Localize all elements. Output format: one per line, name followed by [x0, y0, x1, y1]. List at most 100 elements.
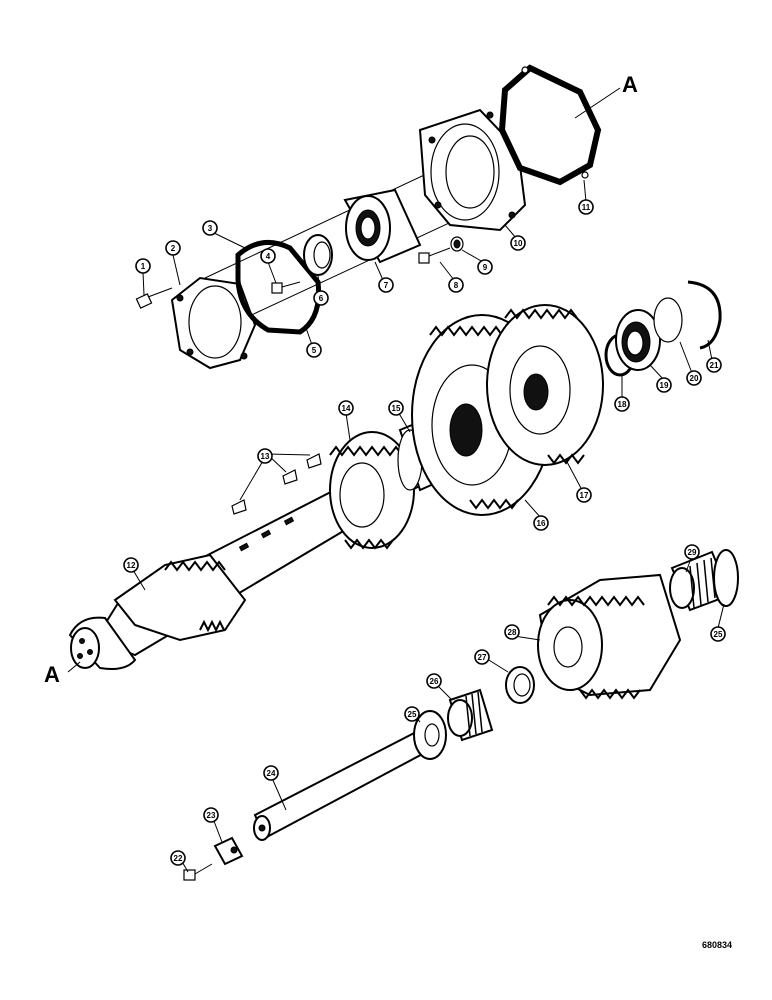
- callout-circle: [170, 850, 186, 866]
- idler-shaft-24: [253, 728, 432, 841]
- gear-12: [113, 553, 247, 642]
- main-shaft-assembly: [68, 280, 722, 670]
- callout-circle: [477, 259, 493, 275]
- callout-circle: [257, 448, 273, 464]
- callout-circle: [135, 258, 151, 274]
- callout-13: 13: [257, 448, 273, 464]
- bolt-8: [418, 247, 451, 264]
- callout-circle: [533, 515, 549, 531]
- callout-16: 16: [533, 515, 549, 531]
- callout-number: 16: [537, 519, 546, 528]
- callout-20: 20: [686, 370, 702, 386]
- callout-number: 21: [710, 361, 719, 370]
- callout-circle: [338, 400, 354, 416]
- callout-number: 13: [261, 452, 270, 461]
- callout-number: 23: [207, 811, 216, 820]
- gasket-11: [498, 64, 602, 186]
- idler-gear-28: [537, 573, 682, 700]
- washer-25-left: [413, 710, 447, 760]
- callout-5: 5: [306, 342, 322, 358]
- callout-12: 12: [123, 557, 139, 573]
- callout-6: 6: [313, 290, 329, 306]
- callout-circle: [388, 400, 404, 416]
- bearing-7: [343, 188, 422, 264]
- washer-20: [653, 297, 683, 343]
- callout-circle: [684, 544, 700, 560]
- callout-number: 20: [690, 374, 699, 383]
- callout-19: 19: [656, 377, 672, 393]
- callout-22: 22: [170, 850, 186, 866]
- rear-cover: [170, 276, 257, 370]
- callout-circle: [260, 248, 276, 264]
- callout-8: 8: [448, 277, 464, 293]
- seal-6: [303, 234, 333, 276]
- callout-circle: [686, 370, 702, 386]
- callout-circle: [504, 624, 520, 640]
- callout-25: 25: [404, 706, 420, 722]
- washer-25-right: [713, 549, 739, 607]
- callout-29: 29: [684, 544, 700, 560]
- callout-number: 18: [618, 400, 627, 409]
- gear-14: [329, 431, 415, 550]
- callout-9: 9: [477, 259, 493, 275]
- callout-circle: [710, 626, 726, 642]
- callout-1: 1: [135, 258, 151, 274]
- callout-26: 26: [426, 673, 442, 689]
- front-housing-10: [418, 108, 527, 232]
- callout-circle: [474, 649, 490, 665]
- gasket-3: [235, 239, 322, 335]
- callout-circle: [203, 807, 219, 823]
- callout-10: 10: [510, 235, 526, 251]
- lock-plate-23: [213, 836, 244, 866]
- bearing-19: [615, 309, 661, 371]
- ref-letter-a-top: A: [622, 72, 638, 97]
- ref-a-top-leader: [574, 87, 621, 119]
- spacer-27: [505, 666, 535, 704]
- callout-23: 23: [203, 807, 219, 823]
- callout-circle: [578, 199, 594, 215]
- callout-circle: [426, 673, 442, 689]
- callout-24: 24: [263, 765, 279, 781]
- keys-13: [231, 453, 322, 515]
- callout-21: 21: [706, 357, 722, 373]
- callout-number: 9: [483, 263, 488, 272]
- bolt-1: [135, 287, 173, 309]
- top-assembly: [135, 64, 621, 370]
- washer-9: [450, 236, 464, 252]
- idler-assembly: [183, 549, 739, 881]
- callout-number: 10: [514, 239, 523, 248]
- callout-circle: [614, 396, 630, 412]
- callout-number: 2: [171, 244, 176, 253]
- callout-number: 11: [582, 203, 591, 212]
- callout-circle: [165, 240, 181, 256]
- callout-28: 28: [504, 624, 520, 640]
- callout-number: 5: [312, 346, 317, 355]
- screw-4: [271, 281, 301, 294]
- callout-circle: [510, 235, 526, 251]
- callout-number: 28: [508, 628, 517, 637]
- callout-number: 27: [478, 653, 487, 662]
- gear-17: [486, 304, 604, 466]
- callout-number: 8: [454, 281, 459, 290]
- callout-circle: [202, 220, 218, 236]
- callout-circle: [313, 290, 329, 306]
- callout-number: 7: [384, 281, 389, 290]
- callout-number: 3: [208, 224, 213, 233]
- needle-bearing-26: [447, 688, 494, 742]
- callout-number: 24: [267, 769, 276, 778]
- callout-number: 14: [342, 404, 351, 413]
- callout-circle: [378, 277, 394, 293]
- callout-14: 14: [338, 400, 354, 416]
- callout-circle: [706, 357, 722, 373]
- callout-number: 29: [688, 548, 697, 557]
- callout-15: 15: [388, 400, 404, 416]
- callout-2: 2: [165, 240, 181, 256]
- callout-11: 11: [578, 199, 594, 215]
- callout-number: 6: [319, 294, 324, 303]
- callout-number: 25: [408, 710, 417, 719]
- callout-circle: [448, 277, 464, 293]
- callout-number: 15: [392, 404, 401, 413]
- callout-circle: [306, 342, 322, 358]
